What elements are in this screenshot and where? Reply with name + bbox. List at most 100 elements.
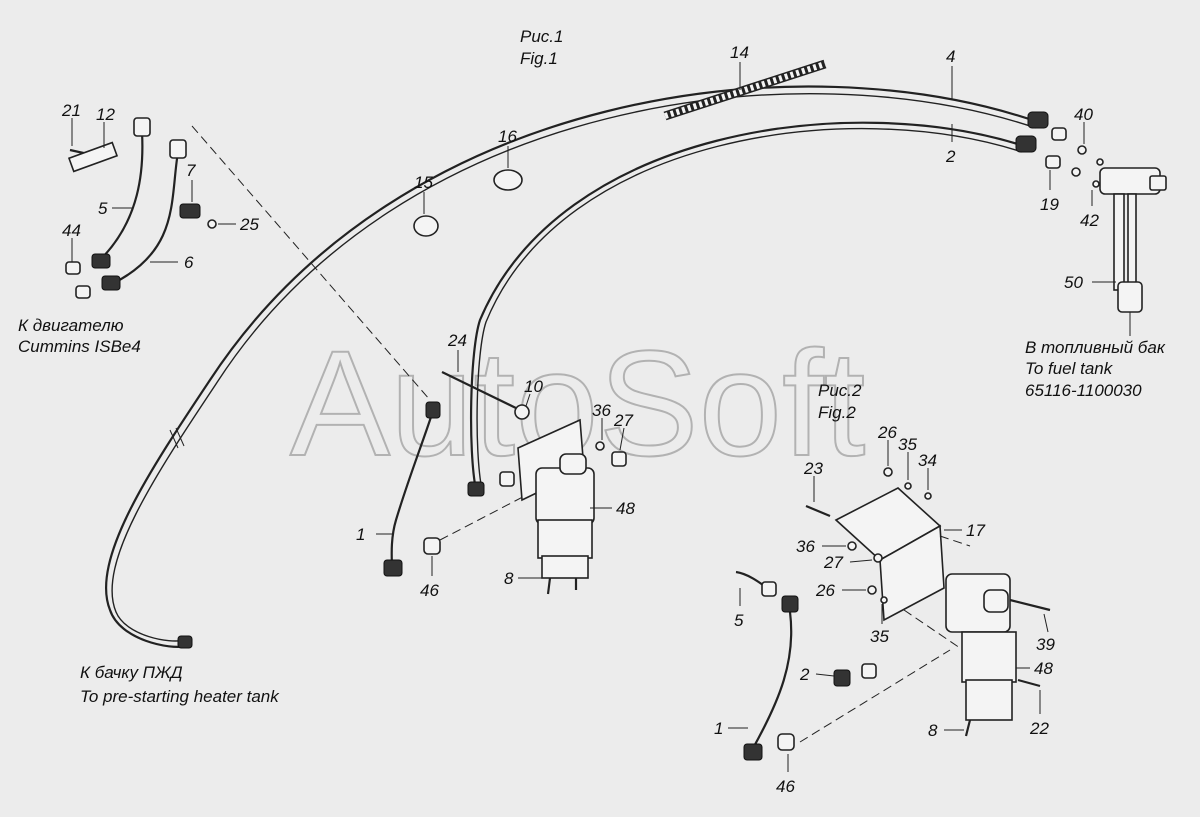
- callout-21: 21: [61, 101, 81, 120]
- leader-lines: [71, 62, 1131, 772]
- filter-head-top-fig2: [983, 589, 1009, 613]
- plate-12: [67, 141, 119, 173]
- spacer-10: [514, 404, 530, 420]
- fitting-hose-2: [1015, 135, 1037, 153]
- callout-14: 14: [730, 43, 749, 62]
- callout-5-fig2: 5: [734, 611, 744, 630]
- hose-6-bottom-fitting: [101, 275, 121, 291]
- nut-27-fig2: [873, 553, 883, 563]
- washer-a: [1096, 158, 1104, 166]
- fig2-caption-ru: Рис.2: [818, 381, 862, 400]
- assembly-line-4: [903, 609, 961, 649]
- heater-fitting: [177, 635, 193, 649]
- note-engine-en: Cummins ISBe4: [18, 337, 141, 356]
- callout-35-b: 35: [870, 627, 889, 646]
- nut-26-a: [883, 467, 893, 477]
- callout-19: 19: [1040, 195, 1059, 214]
- callout-8: 8: [504, 569, 514, 588]
- bolt-24: [441, 371, 521, 411]
- callout-15: 15: [414, 173, 433, 192]
- assembly-line-1: [191, 125, 431, 401]
- callout-16: 16: [498, 127, 517, 146]
- adapter-40: [1051, 127, 1067, 141]
- hose-2: [469, 121, 1025, 491]
- callout-44: 44: [62, 221, 81, 240]
- washer-35-a: [904, 482, 912, 490]
- hose-1-fig1: [390, 413, 434, 569]
- bolt-22: [1017, 678, 1041, 688]
- washer-b: [1092, 180, 1100, 188]
- hose-2-fitting: [467, 481, 485, 497]
- fuel-intake-strainer: [1117, 281, 1143, 313]
- callout-40: 40: [1074, 105, 1093, 124]
- hose-5-fig2-fitting: [761, 581, 777, 597]
- hose-1-fig2: [751, 611, 793, 751]
- adapter-46-fig1: [423, 537, 441, 555]
- callout-22: 22: [1029, 719, 1049, 738]
- grommet-16: [493, 169, 523, 191]
- fuel-intake-connector: [1149, 175, 1167, 191]
- adapter-19: [1045, 155, 1061, 169]
- drain-8-fig2: [964, 719, 972, 737]
- callout-1: 1: [356, 525, 365, 544]
- hose-4-inner: [111, 93, 1037, 642]
- bolt-23: [805, 504, 831, 518]
- filter-bowl-lower-fig2: [965, 679, 1013, 721]
- callout-48: 48: [616, 499, 635, 518]
- clamp-15: [413, 215, 439, 237]
- callout-17: 17: [966, 521, 985, 540]
- fig1-caption-ru: Рис.1: [520, 27, 563, 46]
- leader-10: [525, 393, 531, 407]
- adapter-46-fig2: [777, 733, 795, 751]
- callout-23: 23: [803, 459, 823, 478]
- note-fueltank-ru: В топливный бак: [1025, 338, 1166, 357]
- adapter-44-b: [75, 285, 91, 299]
- hose-4: [105, 85, 1039, 648]
- assembly-line-2: [439, 487, 541, 541]
- callout-50: 50: [1064, 273, 1083, 292]
- fig2-caption-en: Fig.2: [818, 403, 856, 422]
- hose-5: [99, 131, 144, 261]
- nut-25: [207, 219, 217, 229]
- fitting-hose-4: [1027, 111, 1049, 129]
- callout-25: 25: [239, 215, 259, 234]
- fitting-2-fig2: [833, 669, 851, 687]
- leader-2-fig2: [815, 673, 835, 677]
- assembly-line-5: [799, 649, 951, 743]
- callout-2-fig2: 2: [799, 665, 810, 684]
- callout-6: 6: [184, 253, 194, 272]
- note-heater-en: To pre-starting heater tank: [80, 687, 280, 706]
- clamp-7: [179, 203, 201, 219]
- break-mark: [169, 429, 179, 449]
- note-engine-ru: К двигателю: [18, 316, 124, 335]
- hose-6: [111, 151, 180, 285]
- callout-48-fig2: 48: [1034, 659, 1053, 678]
- callout-42: 42: [1080, 211, 1099, 230]
- washer-36-fig2: [847, 541, 857, 551]
- adapter-fig2: [861, 663, 877, 679]
- callout-35-a: 35: [898, 435, 917, 454]
- callout-26-a: 26: [877, 423, 897, 442]
- callout-36: 36: [592, 401, 611, 420]
- leader-27-fig2: [849, 559, 873, 563]
- washer-19: [1071, 167, 1081, 177]
- hose-1-fig2-top-fitting: [781, 595, 799, 613]
- filter-bowl-48-fig2: [961, 631, 1017, 683]
- fitting-48-left: [499, 471, 515, 487]
- spiral-sleeve-14-pattern: [664, 61, 826, 119]
- fuel-intake-tube-b: [1127, 193, 1137, 291]
- bolt-39: [1009, 598, 1051, 612]
- washer-34: [924, 492, 932, 500]
- fig1-caption-en: Fig.1: [520, 49, 558, 68]
- filter-bowl-48: [537, 519, 593, 559]
- callout-4: 4: [946, 47, 955, 66]
- callout-26-b: 26: [815, 581, 835, 600]
- callout-5: 5: [98, 199, 108, 218]
- drain-8-a: [546, 577, 552, 595]
- filter-head-48: [535, 467, 595, 525]
- callout-8-fig2: 8: [928, 721, 938, 740]
- hose-1-fig2-bottom-fitting: [743, 743, 763, 761]
- hose-5-bottom-fitting: [91, 253, 111, 269]
- callout-36-fig2: 36: [796, 537, 815, 556]
